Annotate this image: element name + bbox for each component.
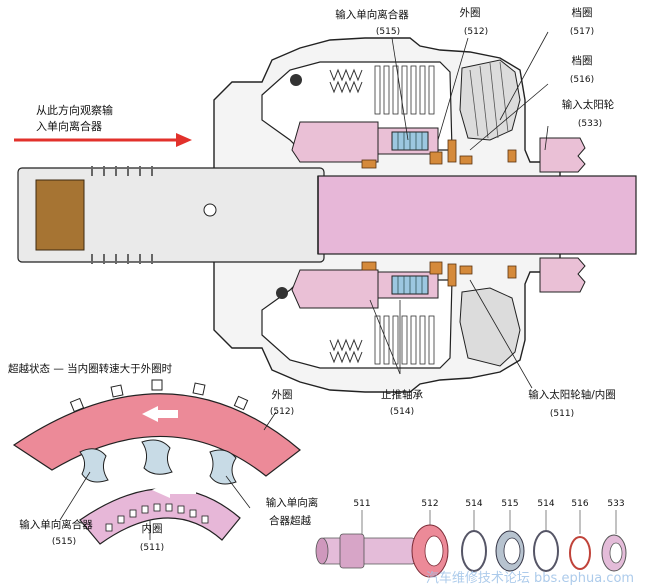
inset-overrun-line1: 输入单向离: [266, 496, 319, 509]
part-514b-bearing: [533, 530, 559, 572]
inset-title: 超越状态 — 当内圈转速大于外圈时: [8, 362, 173, 375]
inset-inner-arrow: [152, 482, 196, 498]
clutch-pack-bottom: [374, 315, 435, 365]
exploded-leaders: [361, 510, 617, 540]
label-sun-shaft-num: (511): [550, 409, 574, 419]
main-labels: 输入单向离合器 (515) 外圈 (512) 档圈 (517) 档圈 (516)…: [36, 6, 616, 419]
sprag-top-lines: [397, 132, 423, 150]
part-533-sun-gear: [601, 534, 627, 572]
part-num-533: 533: [607, 499, 624, 509]
inset-outer-race: [12, 393, 301, 477]
exploded-view: 511 512 514 515 514 516 533: [315, 499, 627, 578]
leader-lines: [369, 31, 549, 389]
label-input-sun: 输入太阳轮: [562, 98, 615, 111]
label-retainer-mid-num: (516): [570, 75, 594, 85]
label-outer-race-num: (512): [464, 27, 488, 37]
inset-outer-teeth: [69, 379, 249, 413]
label-outer-race: 外圈: [460, 7, 481, 19]
inset-leaders: [59, 411, 277, 540]
inset-inner-race-label: 内圈: [142, 522, 163, 535]
input-sun-gear-bottom: [539, 257, 586, 293]
inset-sprag-label: 输入单向离合器: [19, 518, 93, 531]
part-515-sprag: [495, 530, 525, 572]
inset-overrun-line2: 合器超越: [269, 514, 311, 527]
sprag-bottom-lines: [397, 276, 423, 294]
label-input-sun-num: (533): [578, 119, 602, 129]
spring-bottom: [329, 338, 363, 364]
ball-top: [290, 74, 302, 86]
part-num-516: 516: [571, 499, 588, 509]
part-num-512: 512: [421, 499, 438, 509]
label-sun-shaft: 输入太阳轮轴/内圈: [528, 388, 616, 401]
part-num-514b: 514: [537, 499, 554, 509]
label-thrust-bearing-num: (514): [390, 407, 414, 417]
inset-outer-arrow: [142, 406, 178, 422]
cross-section: [14, 37, 637, 393]
inset-sprag-num: (515): [52, 537, 76, 547]
bushings: [361, 139, 517, 287]
input-sun-gear-top: [539, 137, 586, 173]
label-thrust-bearing: 止推轴承: [381, 388, 423, 401]
pink-hub-bottom: [291, 269, 379, 309]
label-input-sprag-num: (515): [376, 27, 400, 37]
exploded-part-numbers: 511 512 514 515 514 516 533: [353, 499, 624, 509]
inset-sprags: [79, 439, 237, 485]
watermark-text: 汽车维修技术论坛 bbs.ephua.com: [426, 570, 634, 586]
clutch-pack-top: [374, 65, 435, 115]
label-retainer-top-num: (517): [570, 27, 594, 37]
spring-top: [329, 68, 363, 94]
input-shaft-pink: [317, 175, 637, 255]
inset-inner-teeth: [105, 503, 209, 532]
gear-teeth-top: [469, 61, 509, 139]
inset-inner-race-num: (511): [140, 543, 164, 553]
inset-inner-race: [79, 487, 241, 545]
part-516-snap-ring: [569, 536, 591, 570]
label-view-note-1: 从此方向观察输: [36, 103, 113, 117]
part-511-shaft: [315, 533, 417, 569]
oil-hole: [203, 203, 217, 217]
label-retainer-top: 档圈: [572, 6, 593, 19]
shaft-splines: [91, 166, 153, 264]
pink-hub-top: [291, 121, 379, 163]
ball-bottom: [276, 287, 288, 299]
part-num-511: 511: [353, 499, 370, 509]
label-view-note-2: 入单向离合器: [36, 119, 102, 133]
inset-outer-race-num: (512): [270, 407, 294, 417]
part-num-515: 515: [501, 499, 518, 509]
overrun-inset: 超越状态 — 当内圈转速大于外圈时: [8, 362, 318, 553]
part-num-514a: 514: [465, 499, 482, 509]
inset-outer-race-label: 外圈: [272, 389, 293, 401]
part-514a-bearing: [461, 530, 487, 572]
label-retainer-mid: 档圈: [572, 54, 593, 67]
label-input-sprag: 输入单向离合器: [335, 8, 409, 21]
planet-gear-bottom: [459, 287, 521, 367]
view-direction-arrow: [14, 133, 192, 147]
shaft-bore: [35, 179, 85, 251]
